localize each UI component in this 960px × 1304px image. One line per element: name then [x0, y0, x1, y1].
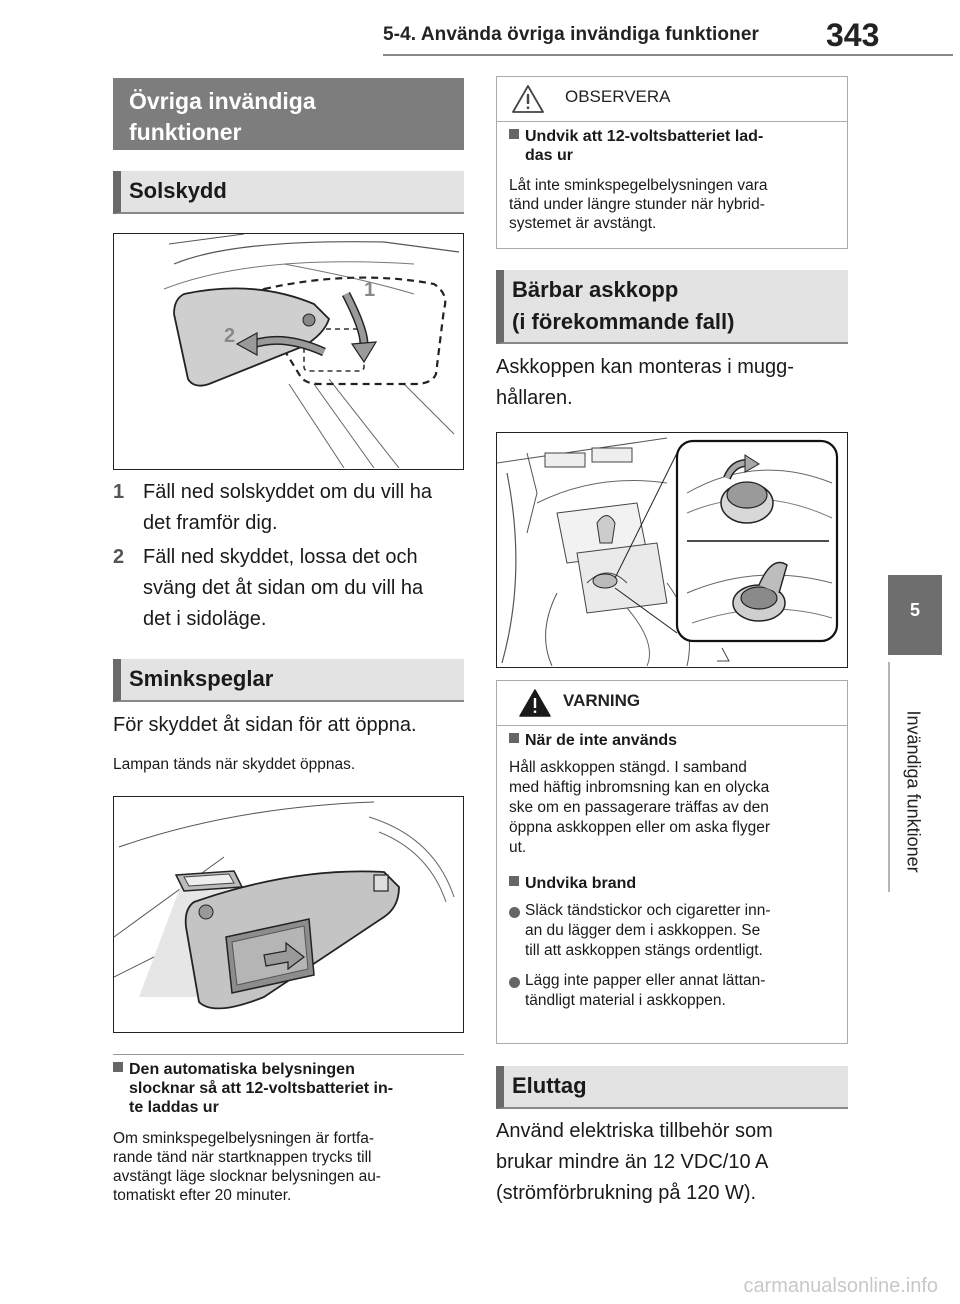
- outlet-heading: Eluttag: [496, 1066, 848, 1109]
- chapter-number: 5: [909, 600, 920, 620]
- caution-icon: [512, 85, 544, 113]
- watermark: carmanualsonline.info: [743, 1275, 938, 1297]
- warning-bullet-1-line-2: an du lägger dem i askkoppen. Se: [525, 922, 761, 939]
- auto-light-text-line-4: tomatiskt efter 20 minuter.: [113, 1187, 292, 1204]
- auto-light-title-line-2: slocknar så att 12-voltsbatteriet in-: [129, 1080, 394, 1097]
- notice-title-line-2: das ur: [525, 147, 574, 164]
- vanity-mirror-drawing: [114, 801, 455, 1010]
- auto-light-info: Den automatiska belysningen slocknar så …: [113, 1060, 464, 1205]
- main-banner-line-1: Övriga invändiga: [129, 88, 316, 114]
- square-bullet-icon: [509, 129, 519, 139]
- ashtray-drawing: [497, 437, 839, 667]
- auto-light-text-line-1: Om sminkspegelbelysningen är fortfa-: [113, 1130, 375, 1147]
- ashtray-heading: Bärbar askkopp (i förekommande fall): [496, 270, 848, 344]
- sunvisor-drawing: 1 2: [163, 234, 460, 469]
- round-bullet-icon: [509, 907, 520, 918]
- chapter-tab: [888, 575, 942, 655]
- ashtray-heading-line-1: Bärbar askkopp: [512, 277, 679, 302]
- warning-bullet-1-line-3: till att askkoppen stängs ordentligt.: [525, 942, 763, 959]
- header-rule: [383, 54, 953, 56]
- warning-bullet-2-line-2: tändligt material i askkoppen.: [525, 992, 726, 1009]
- square-bullet-icon: [509, 876, 519, 886]
- step-1: 1 Fäll ned solskyddet om du vill ha det …: [113, 477, 464, 539]
- warning-box: VARNING När de inte används Håll askkopp…: [496, 680, 848, 1044]
- step-2-line-3: det i sidoläge.: [143, 608, 267, 630]
- vanity-instruction: För skyddet åt sidan för att öppna.: [113, 714, 417, 736]
- vanity-heading: Sminkspeglar: [113, 659, 464, 702]
- vanity-divider: [113, 1054, 464, 1055]
- warning-bullet-1-line-1: Släck tändstickor och cigaretter inn-: [525, 902, 771, 919]
- square-bullet-icon: [509, 733, 519, 743]
- warning-sub1-line-4: öppna askkoppen eller om aska flyger: [509, 819, 771, 836]
- notice-text-line-3: systemet är avstängt.: [509, 215, 657, 232]
- chapter-label: Invändiga funktioner: [903, 710, 924, 873]
- warning-icon: [519, 689, 551, 717]
- notice-title-line-1: Undvik att 12-voltsbatteriet lad-: [525, 128, 764, 145]
- step-2: 2 Fäll ned skyddet, lossa det och sväng …: [113, 542, 464, 635]
- sunvisor-heading: Solskydd: [113, 171, 464, 214]
- step-1-number: 1: [113, 481, 125, 503]
- notice-text-line-2: tänd under längre stunder när hybrid-: [509, 196, 765, 213]
- step-2-line-1: Fäll ned skyddet, lossa det och: [143, 546, 418, 568]
- auto-light-text-line-2: rande tänd när startknappen trycks till: [113, 1149, 372, 1166]
- notice-box: OBSERVERA Undvik att 12-voltsbatteriet l…: [496, 76, 848, 249]
- vanity-note: Lampan tänds när skyddet öppnas.: [113, 756, 356, 773]
- warning-sub1-line-2: med häftig inbromsning kan en olycka: [509, 779, 770, 796]
- ashtray-body: Askkoppen kan monteras i mugg- hållaren.: [496, 352, 794, 414]
- outlet-body-line-3: (strömförbrukning på 120 W).: [496, 1182, 757, 1204]
- chapter-rule: [888, 662, 890, 892]
- warning-bullet-2: Lägg inte papper eller annat lättan- tän…: [509, 971, 835, 1011]
- main-banner-line-2: funktioner: [129, 119, 242, 145]
- step-1-line-2: det framför dig.: [143, 512, 278, 534]
- sunvisor-steps: 1 Fäll ned solskyddet om du vill ha det …: [113, 477, 464, 635]
- outlet-body-line-2: brukar mindre än 12 VDC/10 A: [496, 1151, 769, 1173]
- warning-sub1-title: När de inte används: [525, 732, 678, 749]
- warning-bullet-1: Släck tändstickor och cigaretter inn- an…: [509, 901, 835, 961]
- warning-sub1-line-5: ut.: [509, 839, 527, 856]
- main-section-banner: Övriga invändiga funktioner: [113, 78, 464, 150]
- step-1-line-1: Fäll ned solskyddet om du vill ha: [143, 481, 433, 503]
- warning-sub1-line-3: ske om en passagerare träffas av den: [509, 799, 769, 816]
- step-2-number: 2: [113, 546, 125, 568]
- warning-label: VARNING: [563, 691, 641, 710]
- round-bullet-icon: [509, 977, 520, 988]
- callout-1: 1: [364, 279, 375, 301]
- callout-2: 2: [224, 325, 235, 347]
- ashtray-heading-line-2: (i förekommande fall): [512, 309, 735, 334]
- warning-sub1-line-1: Håll askkoppen stängd. I samband: [509, 759, 747, 776]
- page-number: 343: [826, 17, 880, 53]
- notice-label: OBSERVERA: [565, 87, 671, 106]
- auto-light-title-line-3: te laddas ur: [129, 1099, 219, 1116]
- outlet-body: Använd elektriska tillbehör som brukar m…: [496, 1116, 773, 1209]
- section-title: 5-4. Använda övriga invändiga funktioner: [383, 24, 759, 45]
- outlet-body-line-1: Använd elektriska tillbehör som: [496, 1120, 773, 1142]
- ashtray-illustration: [496, 432, 848, 668]
- warning-bullet-2-line-1: Lägg inte papper eller annat lättan-: [525, 972, 766, 989]
- square-bullet-icon: [113, 1062, 123, 1072]
- auto-light-title-line-1: Den automatiska belysningen: [129, 1061, 355, 1078]
- ashtray-body-line-1: Askkoppen kan monteras i mugg-: [496, 356, 794, 378]
- notice-text-line-1: Låt inte sminkspegelbelysningen vara: [509, 177, 768, 194]
- sunvisor-illustration: 1 2: [113, 233, 464, 470]
- warning-sub2-title: Undvika brand: [525, 875, 637, 892]
- auto-light-text-line-3: avstängt läge slocknar belysningen au-: [113, 1168, 381, 1185]
- vanity-mirror-illustration: [113, 796, 464, 1033]
- step-2-line-2: sväng det åt sidan om du vill ha: [143, 577, 424, 599]
- ashtray-body-line-2: hållaren.: [496, 387, 573, 409]
